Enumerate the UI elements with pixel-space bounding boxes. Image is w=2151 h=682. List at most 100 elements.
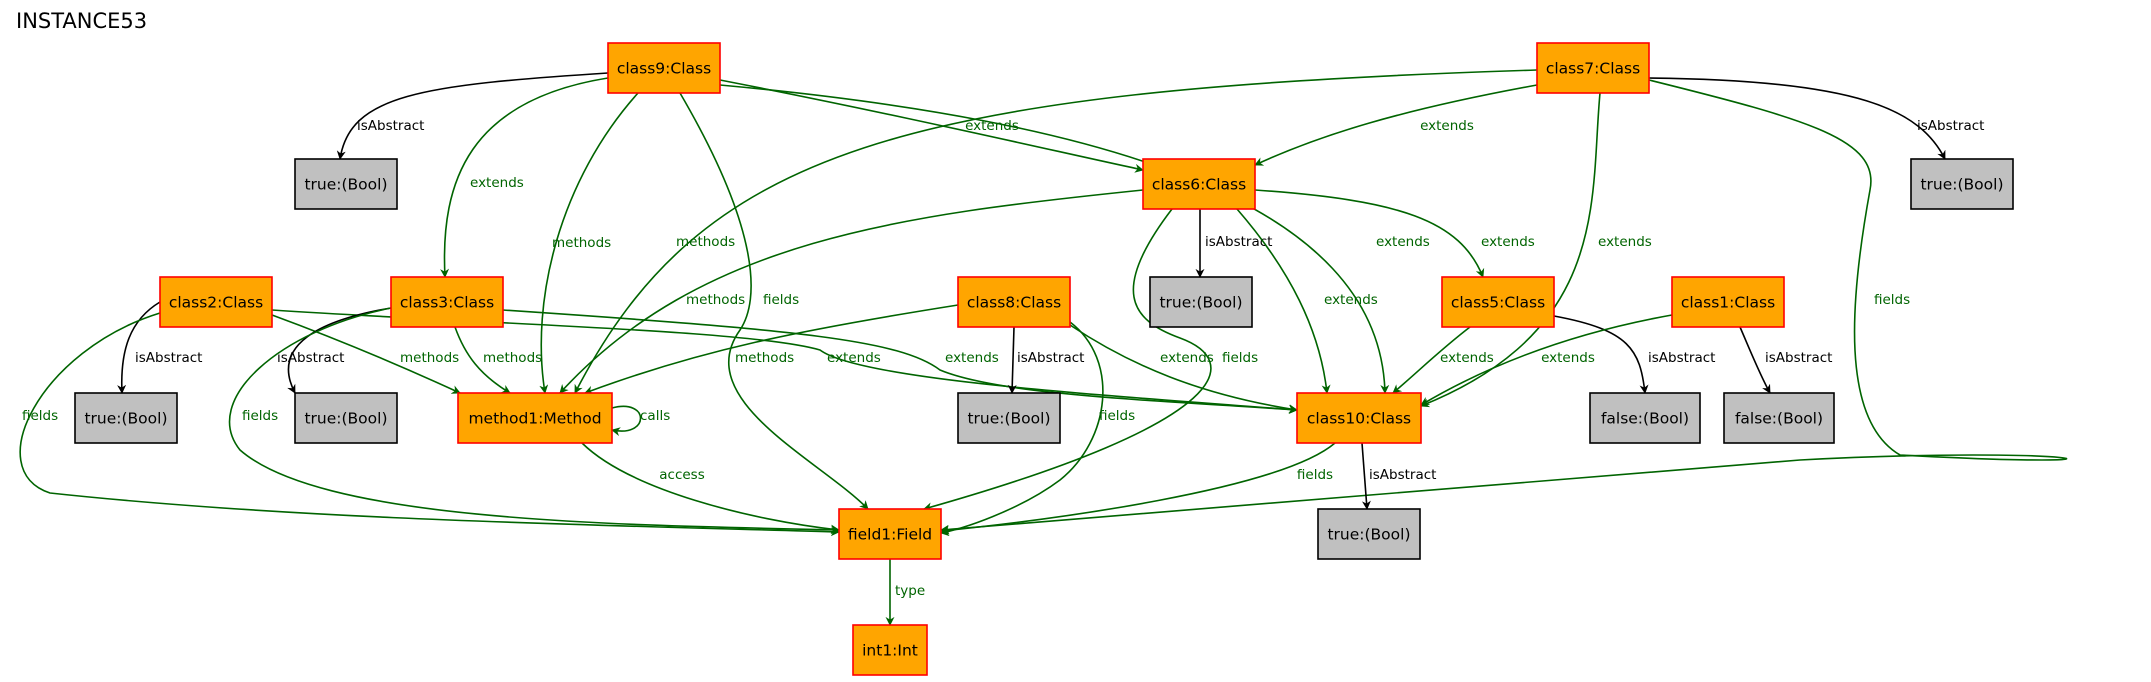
- edge-class9-field1-fields: fields: [679, 92, 869, 510]
- edge-label: isAbstract: [1369, 467, 1436, 483]
- edge-label: isAbstract: [1017, 350, 1084, 366]
- edge-label: methods: [686, 292, 745, 308]
- node-label: int1:Int: [862, 642, 918, 660]
- edge-class3-field1-fields: fields: [228, 307, 840, 535]
- edge-method1-method1-calls: calls: [611, 405, 670, 437]
- node-label: true:(Bool): [967, 410, 1050, 428]
- node-box: [1910, 158, 2014, 210]
- node-label: field1:Field: [848, 526, 932, 544]
- node-class2: class2:Class: [159, 276, 273, 328]
- node-label: class8:Class: [967, 294, 1061, 312]
- edge-line: [1392, 326, 1471, 394]
- node-class3: class3:Class: [390, 276, 504, 328]
- edge-label: isAbstract: [1205, 234, 1272, 250]
- node-b_c10: true:(Bool): [1317, 508, 1421, 560]
- edge-line: [336, 72, 609, 160]
- edge-line: [1648, 77, 1946, 160]
- node-box: [1671, 276, 1785, 328]
- node-box: [1589, 392, 1701, 444]
- edge-label: isAbstract: [357, 118, 424, 134]
- edge-line: [1553, 315, 1649, 394]
- edge-label: methods: [552, 235, 611, 251]
- edge-class2-field1-fields: fields: [19, 312, 840, 537]
- edge-class5-b_c5-isabstract: isAbstract: [1553, 315, 1715, 394]
- edge-label: isAbstract: [1917, 118, 1984, 134]
- edge-line: [581, 442, 840, 534]
- node-class5: class5:Class: [1441, 276, 1555, 328]
- node-class1: class1:Class: [1671, 276, 1785, 328]
- node-label: class7:Class: [1546, 60, 1640, 78]
- node-box: [852, 624, 928, 676]
- edge-label: isAbstract: [1765, 350, 1832, 366]
- node-label: class5:Class: [1451, 294, 1545, 312]
- node-box: [457, 392, 613, 444]
- edge-line: [271, 314, 461, 394]
- node-label: class3:Class: [400, 294, 494, 312]
- edge-line: [502, 309, 1298, 414]
- edge-class9-b_c9-isabstract: isAbstract: [336, 72, 609, 160]
- edge-line: [117, 301, 161, 394]
- edge-label: fields: [1222, 350, 1258, 366]
- node-b_c8: true:(Bool): [957, 392, 1061, 444]
- node-label: class2:Class: [169, 294, 263, 312]
- edge-line: [679, 92, 869, 510]
- edge-line: [719, 79, 1144, 173]
- edge-class7-method1-methods: methods: [574, 69, 1538, 394]
- edge-line: [454, 326, 511, 394]
- node-label: true:(Bool): [84, 410, 167, 428]
- edge-class2-method1-methods: methods: [271, 314, 461, 394]
- node-class10: class10:Class: [1296, 392, 1422, 444]
- edge-label: calls: [640, 408, 670, 424]
- node-class8: class8:Class: [957, 276, 1071, 328]
- edge-line: [19, 312, 840, 537]
- edge-line: [1254, 189, 1485, 278]
- node-box: [1296, 392, 1422, 444]
- edge-label: type: [895, 583, 925, 599]
- edge-class6-class10-extends: extends: [1236, 208, 1378, 394]
- node-b_c6: true:(Bool): [1149, 276, 1253, 328]
- node-b_c7: true:(Bool): [1910, 158, 2014, 210]
- edge-line: [539, 92, 639, 394]
- edge-label: fields: [763, 292, 799, 308]
- edge-line: [1069, 324, 1298, 414]
- edge-line: [440, 77, 609, 278]
- node-box: [1142, 158, 1256, 210]
- edge-label: access: [659, 467, 705, 483]
- node-box: [294, 392, 398, 444]
- node-box: [390, 276, 504, 328]
- edge-class9-class3-extends: extends: [440, 77, 609, 278]
- node-box: [957, 276, 1071, 328]
- node-box: [957, 392, 1061, 444]
- edge-line: [1739, 326, 1771, 394]
- node-b_c9: true:(Bool): [294, 158, 398, 210]
- edge-line: [940, 442, 1336, 535]
- edge-label: isAbstract: [135, 350, 202, 366]
- edge-label: fields: [1874, 292, 1910, 308]
- edge-line: [228, 307, 840, 535]
- edge-class3-class10-extends: extends: [502, 309, 1298, 414]
- edge-line: [940, 321, 1104, 537]
- edge-label: fields: [242, 408, 278, 424]
- edge-line: [1420, 92, 1601, 408]
- edge-line: [923, 208, 1212, 512]
- node-label: false:(Bool): [1735, 410, 1823, 428]
- edge-label: isAbstract: [277, 350, 344, 366]
- node-box: [838, 508, 942, 560]
- edge-class1-b_c1-isabstract: isAbstract: [1739, 326, 1832, 394]
- edge-label: fields: [22, 408, 58, 424]
- edge-class10-b_c10-isabstract: isAbstract: [1361, 442, 1436, 510]
- diagram-title: INSTANCE53: [16, 9, 148, 33]
- node-box: [1317, 508, 1421, 560]
- edge-line: [1007, 326, 1017, 394]
- node-label: method1:Method: [468, 410, 601, 428]
- edge-label: methods: [676, 234, 735, 250]
- edge-class6-class5-extends: extends: [1254, 189, 1535, 278]
- edge-label: extends: [1440, 350, 1494, 366]
- node-b_c1: false:(Bool): [1723, 392, 1835, 444]
- edge-method1-field1-access: access: [581, 442, 840, 534]
- edge-class7-class6-extends: extends: [1254, 84, 1538, 166]
- edge-line: [1420, 314, 1673, 406]
- edge-field1-int1-type: type: [885, 559, 925, 626]
- edge-class9-class6-extends: extends: [719, 79, 1144, 173]
- edge-label: methods: [400, 350, 459, 366]
